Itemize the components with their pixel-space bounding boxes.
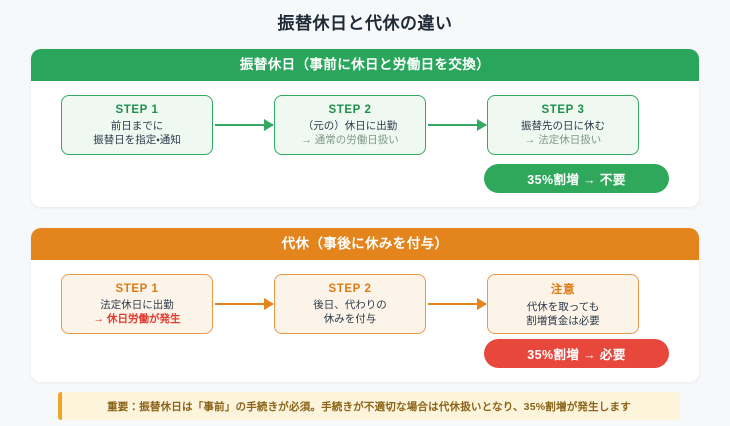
step-box-furikae-1[interactable]: STEP 1 前日までに 振替日を指定・通知 xyxy=(61,95,213,155)
page-title: 振替休日と代休の違い xyxy=(277,14,453,33)
step-line: 休みを付与 xyxy=(323,312,377,325)
step-title: STEP 3 xyxy=(541,103,585,116)
result-badge-furikae: 35%割増 → 不要 xyxy=(484,164,669,193)
arrow-right-icon xyxy=(215,298,274,310)
step-box-daikyu-2[interactable]: STEP 2 後日、代わりの 休みを付与 xyxy=(274,274,426,334)
step-title: STEP 1 xyxy=(115,103,159,116)
step-title: STEP 2 xyxy=(328,103,372,116)
step-box-daikyu-1[interactable]: STEP 1 法定休日に出勤 → 休日労働が発生 xyxy=(61,274,213,334)
arrow-right-icon xyxy=(428,298,487,310)
section-body-daikyu: STEP 1 法定休日に出勤 → 休日労働が発生 STEP 2 後日、代わりの … xyxy=(31,260,699,382)
step-line-alert: → 休日労働が発生 xyxy=(93,312,181,325)
step-box-furikae-2[interactable]: STEP 2 （元の）休日に出勤 → 通常の労働日扱い xyxy=(274,95,426,155)
step-line: （元の）休日に出勤 xyxy=(302,119,398,132)
step-title: STEP 2 xyxy=(328,282,372,295)
step-title: STEP 1 xyxy=(115,282,159,295)
section-card-furikae: 振替休日（事前に休日と労働日を交換） STEP 1 前日までに 振替日を指定・通… xyxy=(31,49,699,207)
step-line: 法定休日に出勤 xyxy=(100,298,174,311)
step-line-note: → 法定休日扱い xyxy=(524,133,602,146)
arrow-right-icon xyxy=(215,119,274,131)
step-flow-daikyu: STEP 1 法定休日に出勤 → 休日労働が発生 STEP 2 後日、代わりの … xyxy=(31,274,699,336)
step-box-furikae-3[interactable]: STEP 3 振替先の日に休む → 法定休日扱い xyxy=(487,95,639,155)
step-line: 前日までに xyxy=(110,119,164,132)
step-flow-furikae: STEP 1 前日までに 振替日を指定・通知 STEP 2 （元の）休日に出勤 … xyxy=(31,95,699,157)
result-badge-daikyu: 35%割増 → 必要 xyxy=(484,339,669,368)
step-line: 後日、代わりの xyxy=(313,298,387,311)
arrow-right-icon xyxy=(428,119,487,131)
section-body-furikae: STEP 1 前日までに 振替日を指定・通知 STEP 2 （元の）休日に出勤 … xyxy=(31,81,699,207)
step-line: 振替先の日に休む xyxy=(521,119,605,132)
step-box-daikyu-3[interactable]: 注意 代休を取っても 割増賃金は必要 xyxy=(487,274,639,334)
step-title-caution: 注意 xyxy=(550,283,576,296)
section-card-daikyu: 代休（事後に休みを付与） STEP 1 法定休日に出勤 → 休日労働が発生 ST… xyxy=(31,228,699,382)
step-line-note: → 通常の労働日扱い xyxy=(301,133,399,146)
note-accent-bar xyxy=(58,392,62,420)
note-text: 重要：振替休日は「事前」の手続きが必須。手続きが不適切な場合は代休扱いとなり、3… xyxy=(107,400,631,413)
section-header-furikae: 振替休日（事前に休日と労働日を交換） xyxy=(31,49,699,81)
section-header-daikyu: 代休（事後に休みを付与） xyxy=(31,228,699,260)
important-note: 重要：振替休日は「事前」の手続きが必須。手続きが不適切な場合は代休扱いとなり、3… xyxy=(58,392,680,420)
step-line: 振替日を指定・通知 xyxy=(93,133,181,146)
step-line: 割増賃金は必要 xyxy=(526,314,600,327)
step-line: 代休を取っても xyxy=(526,300,600,313)
